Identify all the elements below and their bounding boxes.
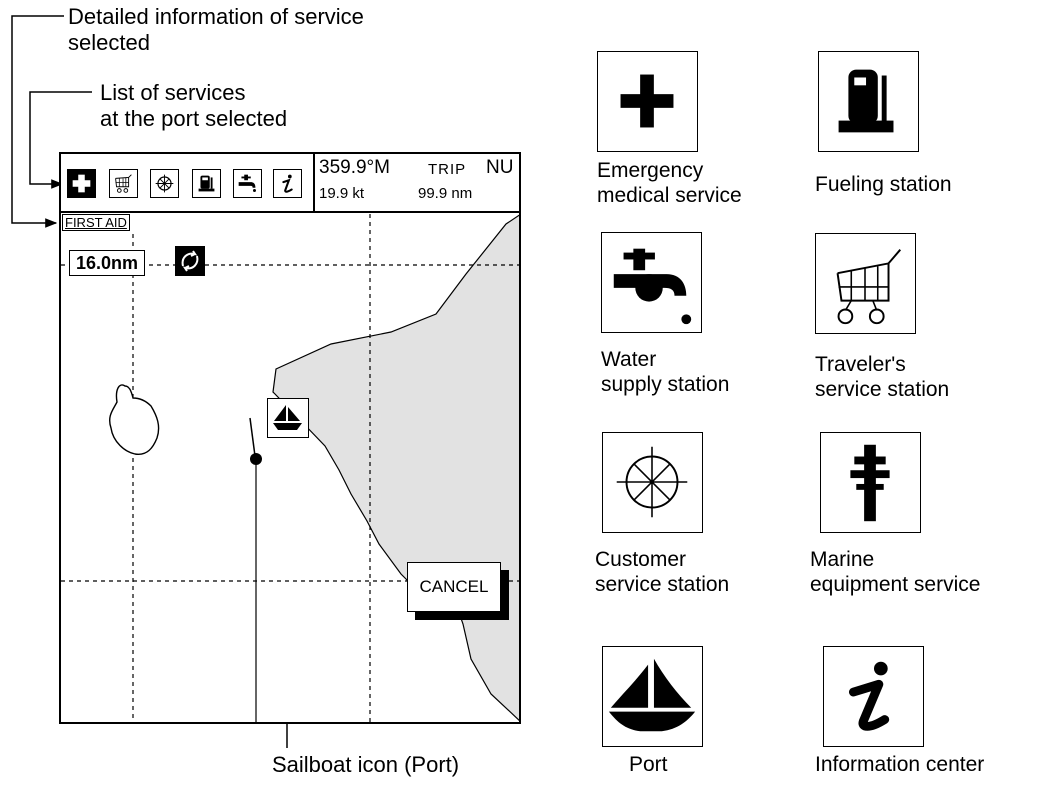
cancel-button[interactable]: CANCEL	[407, 562, 501, 612]
legend-label-marine: Marine equipment service	[810, 548, 981, 596]
first-aid-icon	[620, 74, 674, 128]
range-indicator: 16.0nm	[69, 250, 146, 276]
legend-port	[602, 646, 703, 747]
information-icon	[282, 174, 293, 193]
legend-customer	[602, 432, 703, 533]
list-callout-text: List of services at the port selected	[100, 80, 288, 131]
legend-water	[601, 232, 702, 333]
sailboat-callout-text: Sailboat icon (Port)	[272, 752, 460, 777]
legend-fueling	[818, 51, 919, 152]
list-callout-line	[29, 91, 92, 189]
nu-label: NU	[486, 157, 514, 178]
fuel-pump-icon	[198, 175, 215, 192]
service-first-aid[interactable]	[67, 169, 96, 198]
detail-callout-line	[11, 15, 64, 228]
water-tap-icon	[238, 174, 256, 192]
service-customer[interactable]	[150, 169, 179, 198]
customer-service-icon	[155, 174, 174, 193]
heading-line	[249, 417, 256, 457]
land-mass	[272, 214, 519, 721]
legend-emergency	[597, 51, 698, 152]
legend-label-fueling: Fueling station	[815, 173, 952, 196]
sailboat-icon	[273, 405, 302, 430]
service-traveler[interactable]	[109, 169, 138, 198]
customer-service-icon	[616, 446, 688, 518]
legend-information	[823, 646, 924, 747]
legend-traveler	[815, 233, 916, 334]
service-fuel[interactable]	[192, 169, 221, 198]
distance-readout: 99.9 nm	[418, 185, 473, 202]
island	[108, 384, 160, 455]
legend-label-port: Port	[629, 753, 668, 776]
service-info[interactable]	[273, 169, 302, 198]
bearing-readout: 359.9°M	[319, 157, 390, 178]
trip-label: TRIP	[428, 161, 467, 178]
legend-label-customer: Customer service station	[595, 548, 730, 596]
detail-callout-text: Detailed information of service selected	[68, 4, 364, 56]
port-marker[interactable]	[267, 398, 309, 438]
sailboat-icon	[608, 658, 696, 732]
legend-label-traveler: Traveler's service station	[815, 353, 950, 401]
legend-label-emergency: Emergency medical service	[597, 159, 742, 207]
orientation-icon[interactable]	[175, 246, 205, 276]
first-aid-icon	[72, 174, 91, 193]
legend-label-water: Water supply station	[601, 348, 730, 396]
service-water[interactable]	[233, 169, 262, 198]
header-divider	[313, 154, 315, 211]
information-icon	[848, 661, 890, 731]
legend-marine	[820, 432, 921, 533]
grid-lines	[61, 214, 519, 722]
water-tap-icon	[613, 248, 692, 325]
selected-service-label: FIRST AID	[62, 214, 130, 231]
plotter-screen: 359.9°M TRIP NU 19.9 kt 99.9 nm FIRST AI…	[59, 152, 521, 724]
marine-equipment-icon	[850, 444, 890, 522]
detail-callout-text: Detailed information of service selected	[68, 4, 364, 55]
list-callout-text: List of services at the port selected	[100, 80, 287, 132]
fuel-pump-icon	[838, 69, 894, 133]
speed-readout: 19.9 kt	[319, 185, 365, 202]
shopping-cart-icon	[836, 249, 902, 325]
legend-label-information: Information center	[815, 753, 985, 776]
shopping-cart-icon	[115, 174, 132, 193]
